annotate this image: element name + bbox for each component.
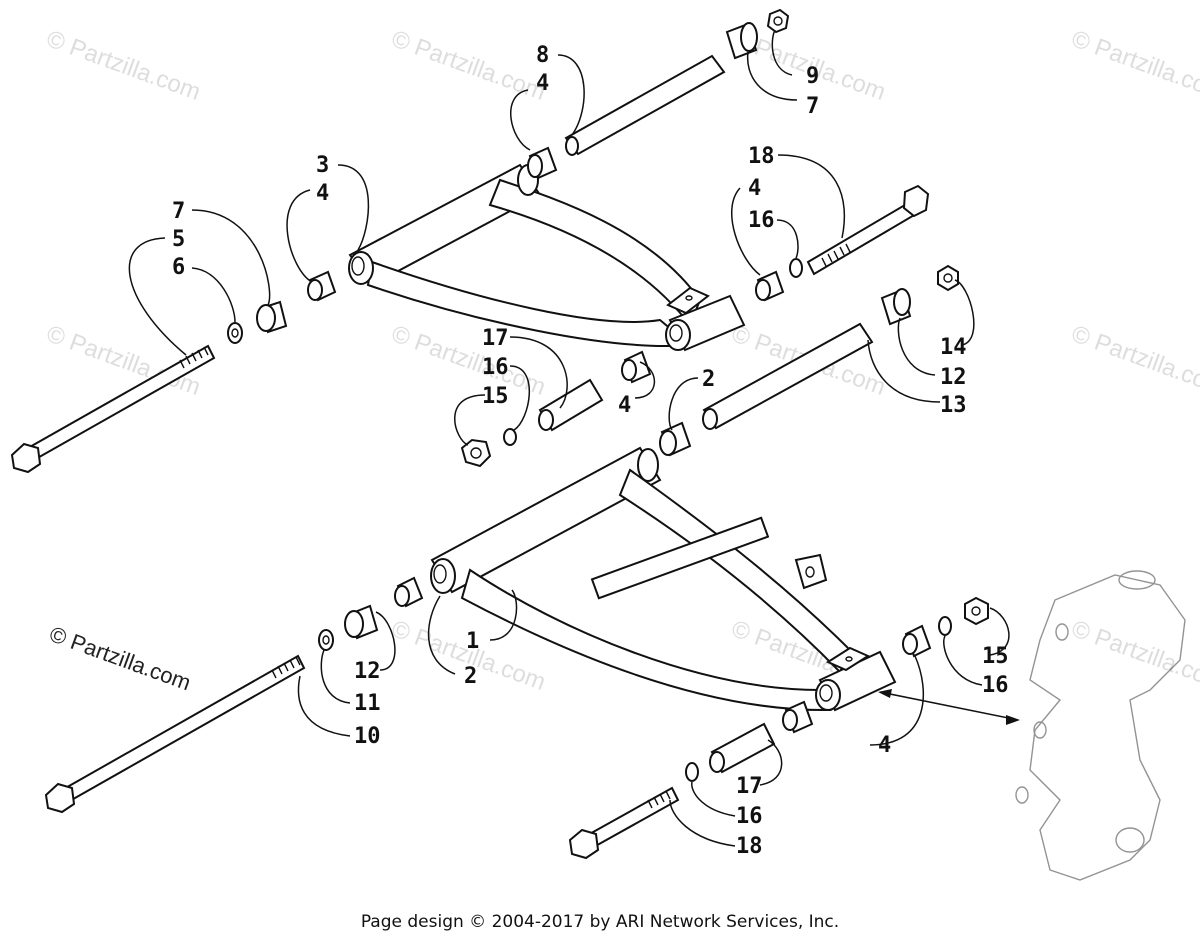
callout-16: 16 bbox=[482, 355, 509, 380]
callout-13: 13 bbox=[940, 393, 967, 418]
watermark-text: © Partzilla.com bbox=[388, 25, 549, 106]
middle-hardware bbox=[460, 350, 652, 468]
callout-17: 17 bbox=[482, 326, 509, 351]
lower-right-hardware bbox=[902, 596, 989, 658]
callout-14: 14 bbox=[940, 335, 967, 360]
lower-a-arm bbox=[430, 446, 897, 712]
callout-18: 18 bbox=[736, 834, 763, 859]
spindle-knuckle bbox=[1015, 570, 1186, 881]
callout-15: 15 bbox=[982, 644, 1009, 669]
callout-16: 16 bbox=[982, 673, 1009, 698]
callout-labels: 8 4 9 7 3 4 7 5 6 18 4 16 17 16 15 4 2 1… bbox=[172, 43, 1009, 859]
callout-4: 4 bbox=[316, 181, 329, 206]
callout-12: 12 bbox=[354, 659, 381, 684]
flange-nut-top bbox=[725, 8, 790, 60]
callout-2: 2 bbox=[702, 367, 715, 392]
callout-17: 17 bbox=[736, 774, 763, 799]
callout-15: 15 bbox=[482, 384, 509, 409]
callout-11: 11 bbox=[354, 691, 381, 716]
callout-4: 4 bbox=[748, 176, 761, 201]
callout-3: 3 bbox=[316, 153, 329, 178]
callout-9: 9 bbox=[806, 64, 819, 89]
watermark-text: © Partzilla.com bbox=[43, 25, 204, 106]
watermark-text-dark: © Partzilla.com bbox=[46, 621, 194, 695]
lower-long-bolt bbox=[44, 576, 424, 814]
callout-18: 18 bbox=[748, 144, 775, 169]
upper-a-arm bbox=[348, 163, 746, 352]
callout-1: 1 bbox=[466, 629, 479, 654]
callout-7: 7 bbox=[806, 94, 819, 119]
upper-pivot-shaft bbox=[564, 54, 726, 156]
callout-4: 4 bbox=[536, 71, 549, 96]
bushing-top bbox=[527, 146, 558, 180]
callout-12: 12 bbox=[940, 365, 967, 390]
upper-left-hardware bbox=[227, 270, 337, 344]
callout-6: 6 bbox=[172, 255, 185, 280]
watermark-text: © Partzilla.com bbox=[1068, 320, 1200, 401]
callout-7: 7 bbox=[172, 199, 185, 224]
watermark-text: © Partzilla.com bbox=[388, 320, 549, 401]
callout-16: 16 bbox=[748, 208, 775, 233]
upper-long-bolt bbox=[10, 344, 216, 474]
callout-10: 10 bbox=[354, 724, 381, 749]
upper-right-bolt bbox=[755, 184, 930, 302]
callout-4: 4 bbox=[878, 733, 891, 758]
lower-pivot-shaft bbox=[659, 264, 959, 457]
footer-copyright: Page design © 2004-2017 by ARI Network S… bbox=[360, 912, 840, 932]
attachment-arrow bbox=[878, 689, 1020, 725]
leader-lines bbox=[128, 29, 1010, 847]
callout-4: 4 bbox=[618, 393, 631, 418]
watermark-text: © Partzilla.com bbox=[1068, 25, 1200, 106]
lower-bottom-hardware bbox=[568, 700, 814, 860]
callout-16: 16 bbox=[736, 804, 763, 829]
callout-2: 2 bbox=[464, 664, 477, 689]
callout-5: 5 bbox=[172, 227, 185, 252]
callout-8: 8 bbox=[536, 43, 549, 68]
